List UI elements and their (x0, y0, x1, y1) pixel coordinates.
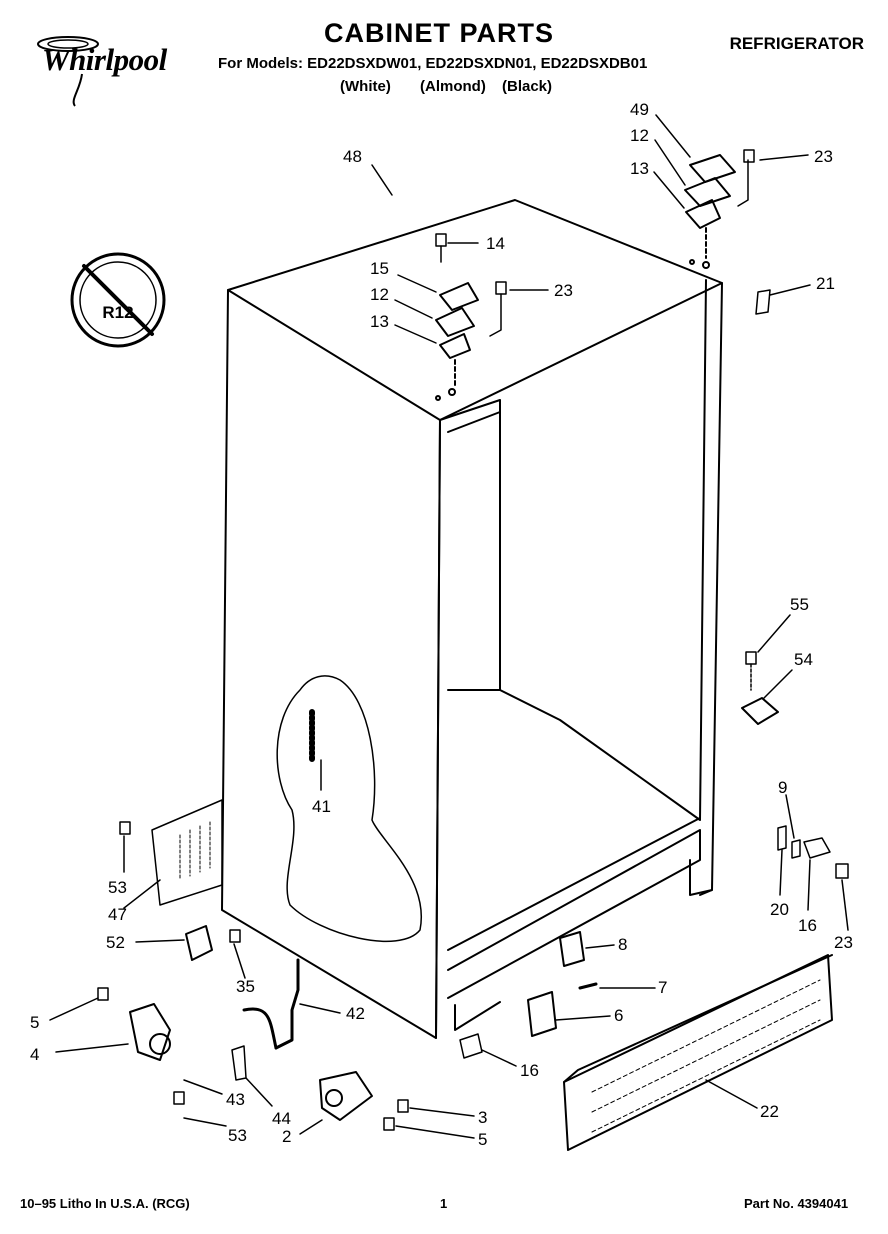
part-2-roller-bracket (319, 1071, 409, 1131)
callout-43: 43 (226, 1090, 245, 1109)
callout-44: 44 (272, 1109, 291, 1128)
callout-23-upper: 23 (814, 147, 833, 166)
part-53-screw-lower (173, 1091, 185, 1105)
whirlpool-swirl-icon (37, 36, 99, 107)
r12-badge-text: R12 (102, 303, 133, 322)
callout-47: 47 (108, 905, 127, 924)
callout-53-upper: 53 (108, 878, 127, 897)
callout-leaders (49, 114, 849, 1139)
callout-5-upper: 5 (30, 1013, 39, 1032)
callout-5-lower: 5 (478, 1130, 487, 1149)
part-4-roller (97, 987, 171, 1061)
r12-badge: R12 (70, 252, 166, 348)
part-9-20-16-bracket (777, 825, 849, 879)
callout-23-middle: 23 (554, 281, 573, 300)
callout-3: 3 (478, 1108, 487, 1127)
appliance-category: REFRIGERATOR (729, 34, 864, 53)
part-42-tube (242, 958, 300, 1050)
callout-13-lower: 13 (370, 312, 389, 331)
callout-21: 21 (816, 274, 835, 293)
callout-7: 7 (658, 978, 667, 997)
page-number: 1 (440, 1196, 448, 1211)
callout-49: 49 (630, 100, 649, 119)
part-21-clip (755, 289, 771, 315)
cabinet-body (151, 199, 723, 1039)
callout-48: 48 (343, 147, 362, 166)
color-almond: (Almond) (420, 78, 486, 95)
callout-12-upper: 12 (630, 126, 649, 145)
top-hinge-center (435, 233, 507, 389)
part-number: Part No. 4394041 (744, 1196, 849, 1211)
color-black: (Black) (502, 78, 553, 95)
callout-41: 41 (312, 797, 331, 816)
callout-6: 6 (614, 1006, 623, 1025)
callout-16-right: 16 (798, 916, 817, 935)
brand-name: Whirlpool (42, 42, 167, 77)
callout-9: 9 (778, 778, 787, 797)
callout-15: 15 (370, 259, 389, 278)
color-white: (White) (340, 78, 391, 95)
callout-55: 55 (790, 595, 809, 614)
callout-16-lower: 16 (520, 1061, 539, 1080)
callout-8: 8 (618, 935, 627, 954)
footer-litho: 10–95 Litho In U.S.A. (RCG) (20, 1196, 190, 1211)
callout-numbers: 48 49 12 13 23 14 15 12 13 23 21 55 54 4… (30, 100, 853, 1149)
part-22-base-grille (563, 954, 833, 1151)
callout-35: 35 (236, 977, 255, 996)
part-52-35-bracket (185, 925, 241, 961)
callout-4: 4 (30, 1045, 39, 1064)
page-title: CABINET PARTS (323, 18, 554, 48)
part-54-bracket (741, 651, 779, 725)
callout-2: 2 (282, 1127, 291, 1146)
callout-20: 20 (770, 900, 789, 919)
part-16-bracket (459, 1033, 483, 1059)
callout-52: 52 (106, 933, 125, 952)
whirlpool-logo: Whirlpool (20, 30, 190, 110)
part-44-clip (231, 1045, 247, 1081)
callout-22: 22 (760, 1102, 779, 1121)
model-list: For Models: ED22DSXDW01, ED22DSXDN01, ED… (218, 55, 648, 72)
top-hinge-right (684, 149, 755, 259)
callout-53-lower: 53 (228, 1126, 247, 1145)
part-53-screw-upper (119, 821, 131, 835)
callout-23-lower: 23 (834, 933, 853, 952)
callout-42: 42 (346, 1004, 365, 1023)
callout-54: 54 (794, 650, 813, 669)
part-8-7-6-block (527, 931, 598, 1037)
callout-14: 14 (486, 234, 505, 253)
callout-13-upper: 13 (630, 159, 649, 178)
callout-12-lower: 12 (370, 285, 389, 304)
